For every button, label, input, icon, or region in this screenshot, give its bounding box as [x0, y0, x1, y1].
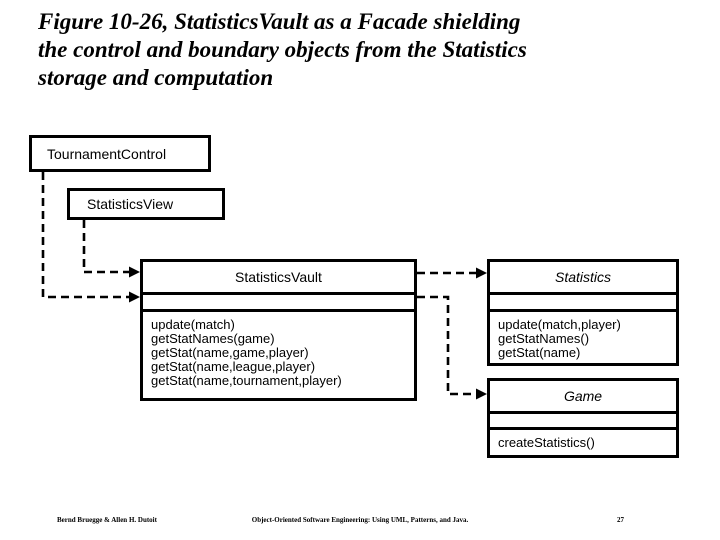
arrowhead	[129, 266, 140, 278]
method-signature: createStatistics()	[498, 435, 595, 450]
method-signature: getStat(name,league,player)	[151, 359, 316, 374]
methods-compartment: update(match,player) getStatNames() getS…	[490, 312, 676, 360]
class-name-label: StatisticsView	[87, 196, 174, 212]
attributes-compartment	[143, 295, 414, 312]
class-name-compartment: Statistics	[490, 262, 676, 295]
arrow-statisticsvault-to-game	[417, 295, 476, 396]
footer-authors: Bernd Bruegge & Allen H. Dutoit	[57, 516, 157, 524]
arrow-statisticsview-to-statisticsvault	[82, 220, 129, 274]
method-signature: update(match,player)	[498, 317, 621, 332]
figure-title: Figure 10-26, StatisticsVault as a Facad…	[38, 8, 527, 92]
method-signature: getStatNames()	[498, 331, 590, 346]
method-signature: getStat(name)	[498, 345, 581, 360]
class-box-game: Game createStatistics()	[487, 378, 679, 458]
method-signature: getStat(name,game,player)	[151, 345, 309, 360]
class-name-compartment: Game	[490, 381, 676, 414]
attributes-compartment	[490, 414, 676, 430]
attributes-compartment	[490, 295, 676, 312]
class-name-compartment: StatisticsVault	[143, 262, 414, 295]
figure-title-line-2: the control and boundary objects from th…	[38, 37, 527, 62]
methods-compartment: update(match) getStatNames(game) getStat…	[143, 312, 414, 388]
footer-page-number: 27	[617, 516, 624, 524]
figure-title-line-3: storage and computation	[38, 65, 274, 90]
class-box-statistics: Statistics update(match,player) getStatN…	[487, 259, 679, 366]
figure-title-line-1: Figure 10-26, StatisticsVault as a Facad…	[38, 9, 521, 34]
arrowhead	[129, 291, 140, 303]
arrowhead	[476, 388, 487, 400]
method-signature: update(match)	[151, 317, 235, 332]
class-box-statisticsview: StatisticsView	[67, 188, 225, 220]
arrowhead	[476, 267, 487, 279]
class-box-tournamentcontrol: TournamentControl	[29, 135, 211, 172]
footer-book-title: Object-Oriented Software Engineering: Us…	[251, 516, 469, 524]
class-name-label: TournamentControl	[47, 145, 167, 162]
method-signature: getStat(name,tournament,player)	[151, 373, 342, 388]
class-box-statisticsvault: StatisticsVault update(match) getStatNam…	[140, 259, 417, 401]
methods-compartment: createStatistics()	[490, 430, 676, 450]
method-signature: getStatNames(game)	[151, 331, 275, 346]
